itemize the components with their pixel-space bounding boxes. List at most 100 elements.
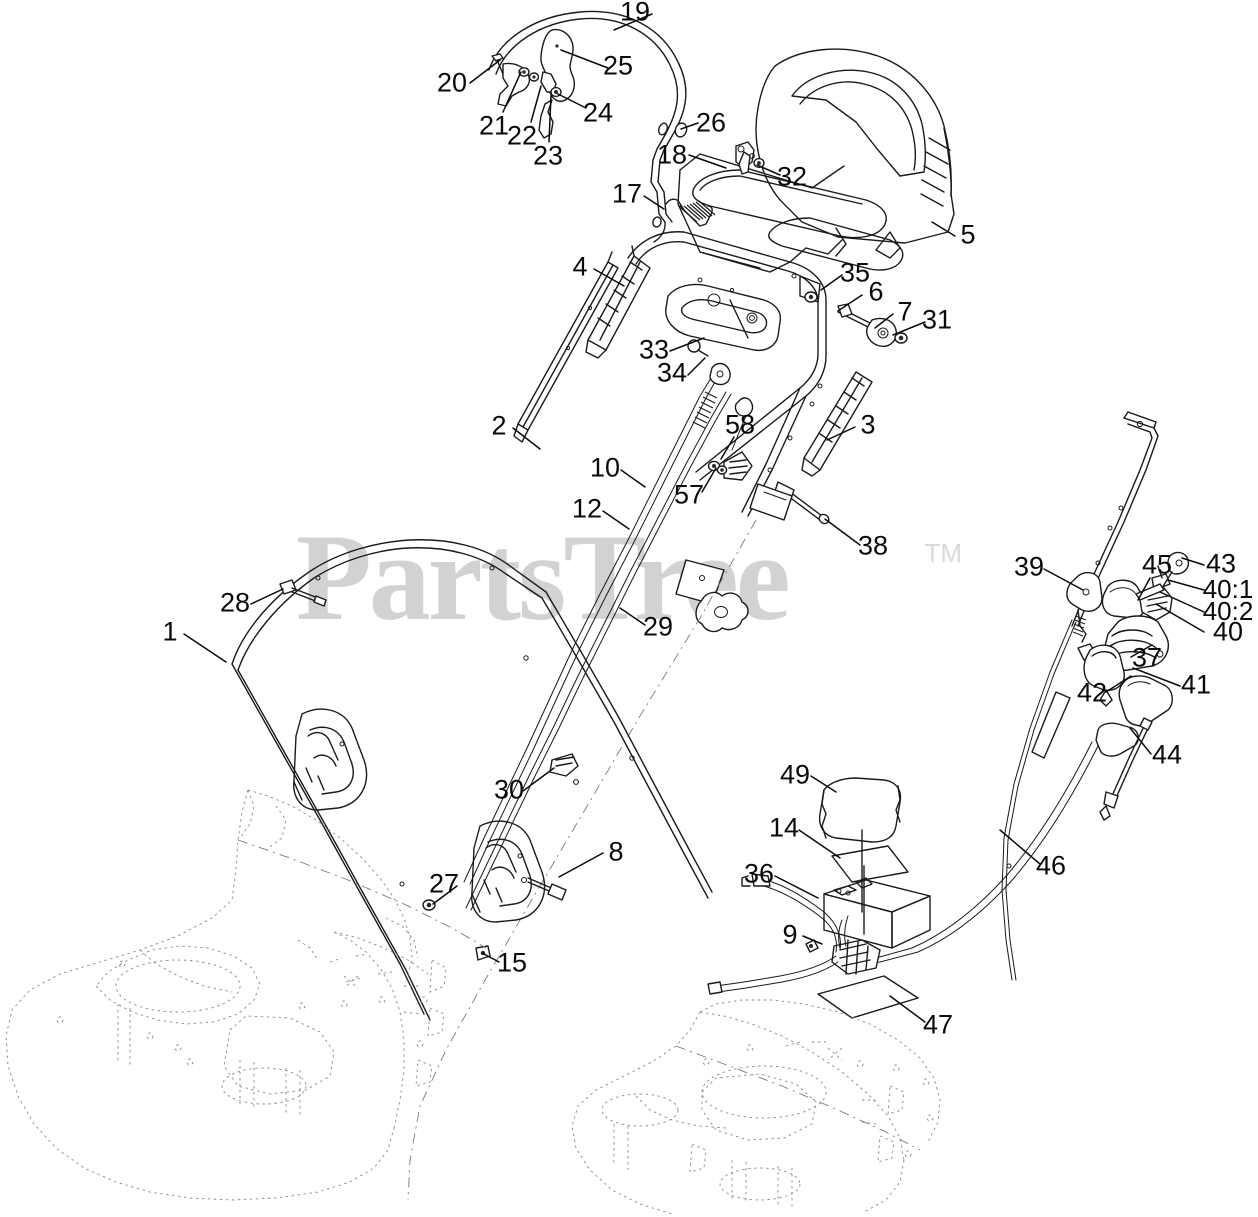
callout-label-57: 57 (673, 479, 705, 510)
leader-line-4 (502, 71, 522, 113)
leader-line-26 (183, 633, 227, 663)
control-cables-10-12 (463, 362, 754, 911)
leader-line-17 (669, 337, 705, 352)
callout-label-25: 25 (602, 50, 634, 81)
mower-deck-right-ghost (571, 999, 941, 1215)
leader-line-48 (1129, 727, 1152, 755)
callout-label-4: 4 (572, 251, 588, 282)
callout-label-33: 33 (638, 334, 670, 365)
upper-control-bail-assembly (488, 10, 687, 243)
leader-line-38 (999, 829, 1041, 865)
callout-label-30: 30 (493, 774, 525, 805)
callout-label-7: 7 (897, 296, 913, 327)
callout-label-10: 10 (589, 452, 621, 483)
leader-line-29 (522, 767, 555, 792)
callout-label-21: 21 (478, 110, 510, 141)
leader-line-40 (1137, 577, 1151, 601)
callout-label-2: 2 (491, 410, 507, 441)
shoulder-bolt-8 (521, 877, 567, 901)
leader-line-0 (469, 59, 501, 84)
handle-bracket-3 (801, 371, 873, 477)
callout-label-19: 19 (619, 0, 651, 27)
callout-label-35: 35 (839, 257, 871, 288)
leader-line-13 (820, 274, 843, 291)
callout-label-24: 24 (582, 97, 614, 128)
callout-label-27: 27 (428, 868, 460, 899)
leader-line-1 (613, 13, 653, 31)
callout-label-45: 45 (1141, 549, 1173, 580)
height-adjust-plate-left (293, 708, 368, 811)
callout-label-23: 23 (532, 140, 564, 171)
leader-line-5 (530, 85, 542, 123)
leader-line-12 (593, 268, 625, 287)
callout-label-15: 15 (496, 947, 528, 978)
leader-line-19 (826, 426, 856, 441)
leader-line-21 (620, 469, 646, 488)
leader-line-34 (798, 829, 841, 859)
leader-line-16 (892, 321, 926, 336)
callout-label-39: 39 (1013, 551, 1045, 582)
leader-line-14 (837, 294, 863, 312)
switch-and-key-assembly (1083, 551, 1190, 821)
leader-line-24 (720, 436, 735, 460)
battery-assembly (707, 777, 931, 1019)
callout-label-6: 6 (868, 276, 884, 307)
leader-line-39 (1043, 568, 1084, 591)
callout-label-40:1: 40:1 (1202, 574, 1254, 604)
callout-label-42: 42 (1076, 677, 1108, 708)
leader-line-35 (774, 875, 819, 899)
leader-line-3 (557, 93, 587, 109)
leader-line-37 (889, 995, 926, 1023)
callout-label-36: 36 (743, 858, 775, 889)
callout-label-22: 22 (506, 120, 538, 151)
leader-line-10 (643, 195, 665, 210)
lower-handle-loop-1 (231, 539, 713, 1021)
retaining-ring-26 (674, 122, 688, 138)
leader-line-27 (250, 588, 284, 605)
leader-line-25 (824, 518, 861, 546)
callout-label-26: 26 (695, 107, 727, 138)
callout-label-41: 41 (1180, 669, 1212, 700)
callout-label-18: 18 (656, 139, 688, 170)
leader-line-32 (481, 952, 500, 963)
leader-line-45 (1130, 644, 1153, 658)
leader-line-44 (1155, 603, 1205, 633)
callout-label-46: 46 (1035, 850, 1067, 881)
callout-label-44: 44 (1151, 739, 1183, 770)
leader-line-30 (558, 852, 604, 878)
leader-line-8 (688, 154, 727, 169)
callout-label-5: 5 (960, 219, 976, 250)
callout-label-17: 17 (611, 178, 643, 209)
leader-line-33 (810, 775, 837, 793)
leader-line-31 (432, 885, 458, 905)
callout-label-1: 1 (162, 616, 178, 647)
callout-label-40:2: 40:2 (1202, 596, 1254, 626)
leader-line-43 (1159, 591, 1205, 613)
callout-label-20: 20 (436, 67, 468, 98)
callout-label-49: 49 (779, 759, 811, 790)
cable-clamp-58-57 (707, 451, 753, 481)
leader-line-23 (701, 467, 717, 493)
leader-line-22 (602, 510, 630, 530)
knob-29-and-hardware (407, 481, 830, 1201)
callout-label-12: 12 (571, 493, 603, 524)
bail-mounting-hardware (491, 53, 562, 107)
callout-label-31: 31 (921, 304, 953, 335)
leader-line-41 (1181, 557, 1205, 566)
callout-label-38: 38 (857, 530, 889, 561)
callout-label-40: 40 (1212, 616, 1244, 647)
callout-label-58: 58 (724, 409, 756, 440)
leader-line-46 (1132, 667, 1181, 687)
leader-line-2 (560, 49, 609, 69)
leader-line-6 (548, 95, 552, 143)
extension-spring-17 (665, 198, 716, 227)
callout-label-14: 14 (768, 812, 800, 843)
leader-line-36 (802, 935, 823, 945)
callout-label-37: 37 (1131, 642, 1163, 673)
upper-handle-panel-5 (677, 48, 955, 273)
cable-clip-30 (549, 753, 579, 785)
callout-label-9: 9 (782, 919, 798, 950)
callout-label-32: 32 (776, 161, 808, 192)
